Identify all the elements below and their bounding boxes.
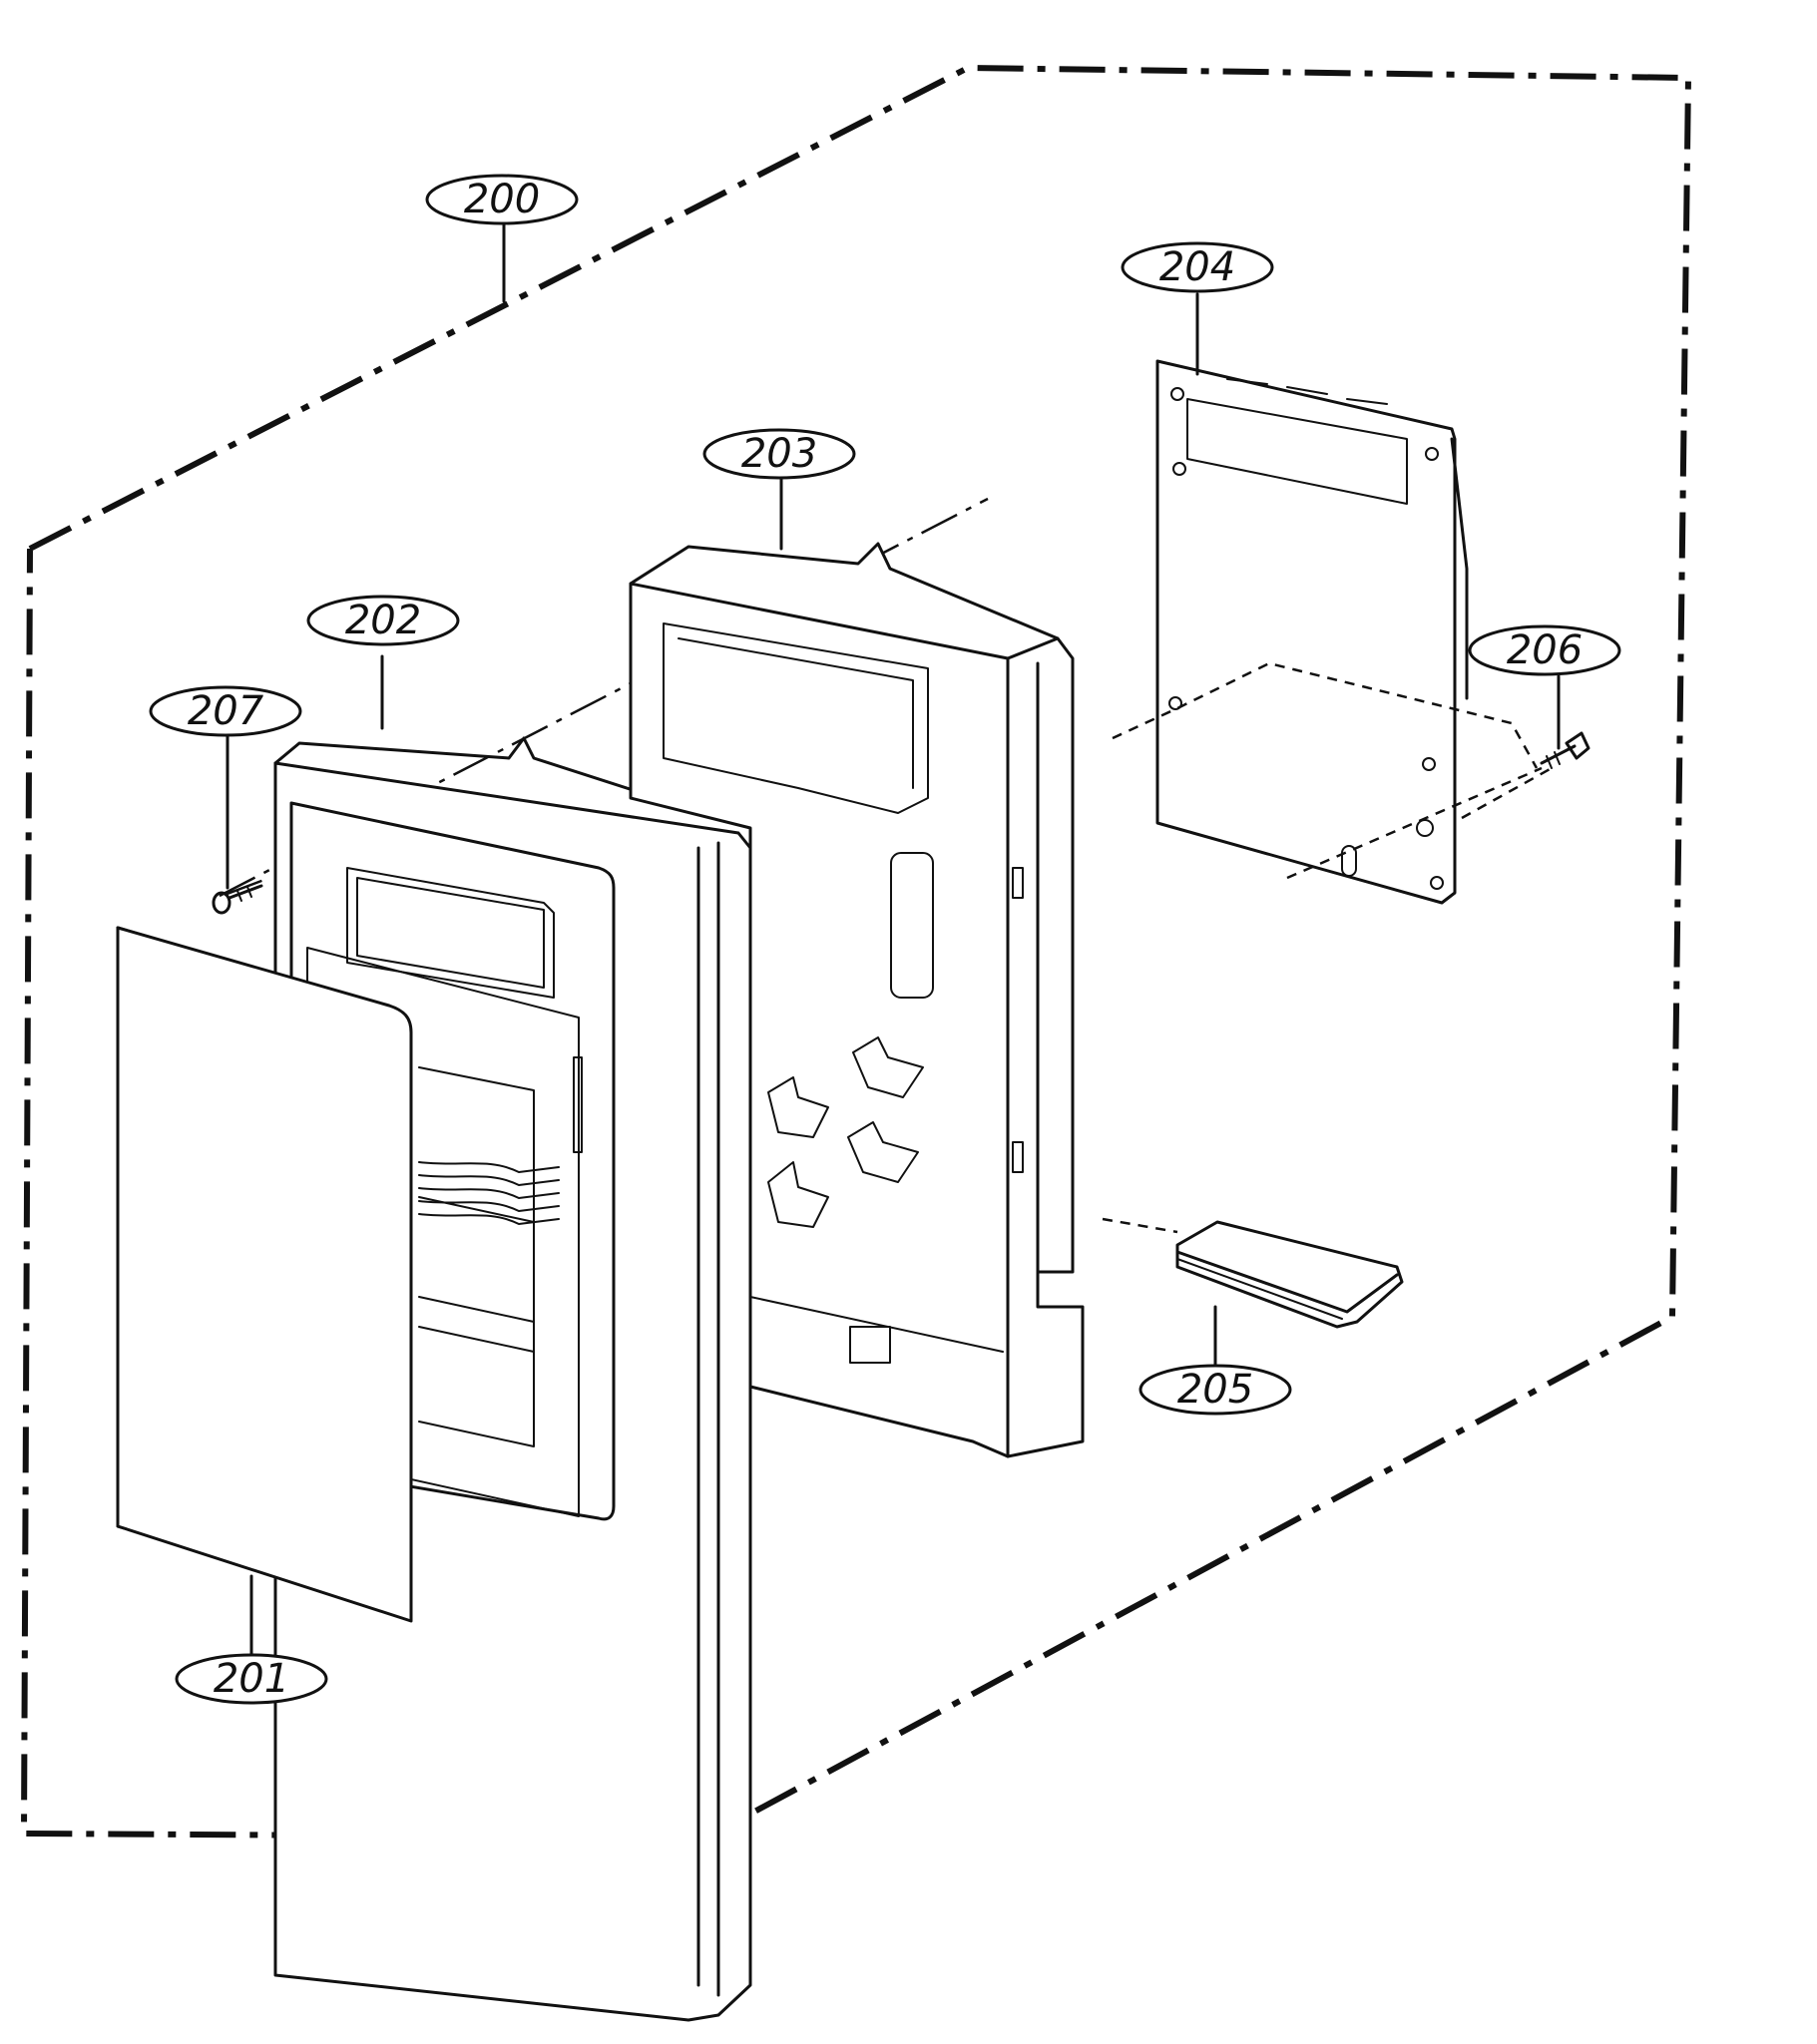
callout-201: 201 bbox=[175, 1653, 328, 1705]
callout-201-label: 201 bbox=[214, 1656, 289, 1702]
callout-204: 204 bbox=[1121, 241, 1274, 293]
callout-205-label: 205 bbox=[1177, 1367, 1253, 1413]
callout-206: 206 bbox=[1468, 624, 1621, 676]
callout-200-label: 200 bbox=[464, 177, 540, 222]
leader-lines bbox=[226, 219, 1561, 1663]
callout-206-label: 206 bbox=[1507, 627, 1583, 673]
callout-207-label: 207 bbox=[188, 688, 264, 734]
part-205-component bbox=[1102, 1217, 1404, 1329]
callout-203-label: 203 bbox=[741, 431, 817, 477]
part-207-screw bbox=[212, 884, 263, 915]
callout-207: 207 bbox=[149, 685, 302, 737]
part-206-screw bbox=[1540, 731, 1590, 769]
callout-204-label: 204 bbox=[1159, 244, 1235, 290]
callout-203: 203 bbox=[702, 428, 856, 480]
part-204-pcb bbox=[1155, 359, 1469, 905]
callout-200: 200 bbox=[425, 174, 579, 225]
part-203-bracket bbox=[629, 542, 1085, 1458]
callout-205: 205 bbox=[1138, 1364, 1292, 1416]
callout-202-label: 202 bbox=[345, 598, 421, 643]
pcb-mount-guide bbox=[1112, 661, 1539, 769]
part-201-cover-front bbox=[116, 926, 413, 1623]
callout-202: 202 bbox=[306, 595, 460, 646]
